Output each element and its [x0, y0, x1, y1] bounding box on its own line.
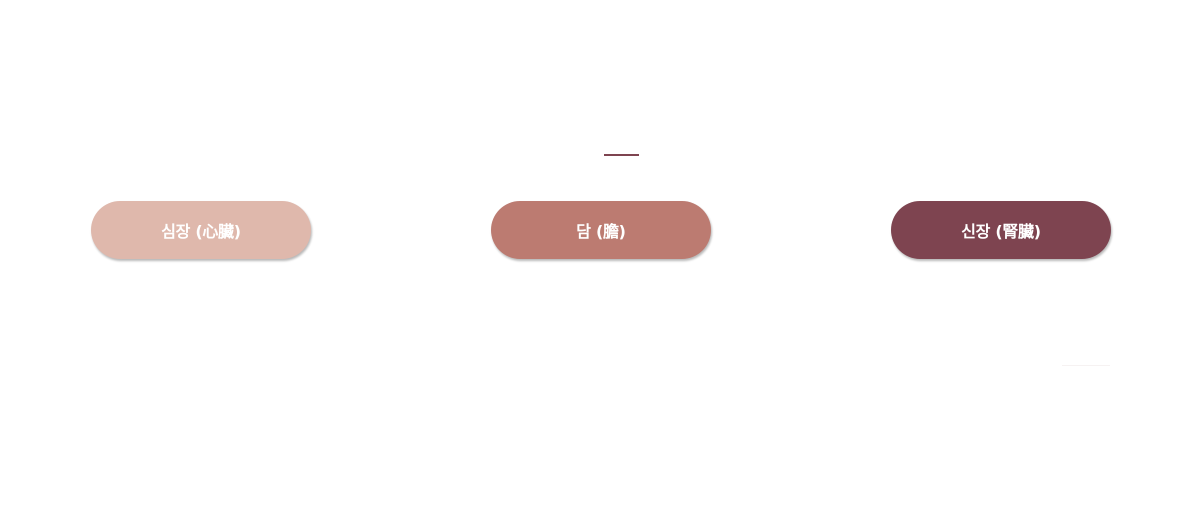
organ-button-kidney[interactable]: 신장 (腎臟) — [891, 201, 1111, 259]
organ-button-heart[interactable]: 심장 (心臟) — [91, 201, 311, 259]
organ-button-gallbladder[interactable]: 담 (膽) — [491, 201, 711, 259]
section-divider — [604, 154, 639, 156]
faint-divider — [1062, 365, 1110, 366]
